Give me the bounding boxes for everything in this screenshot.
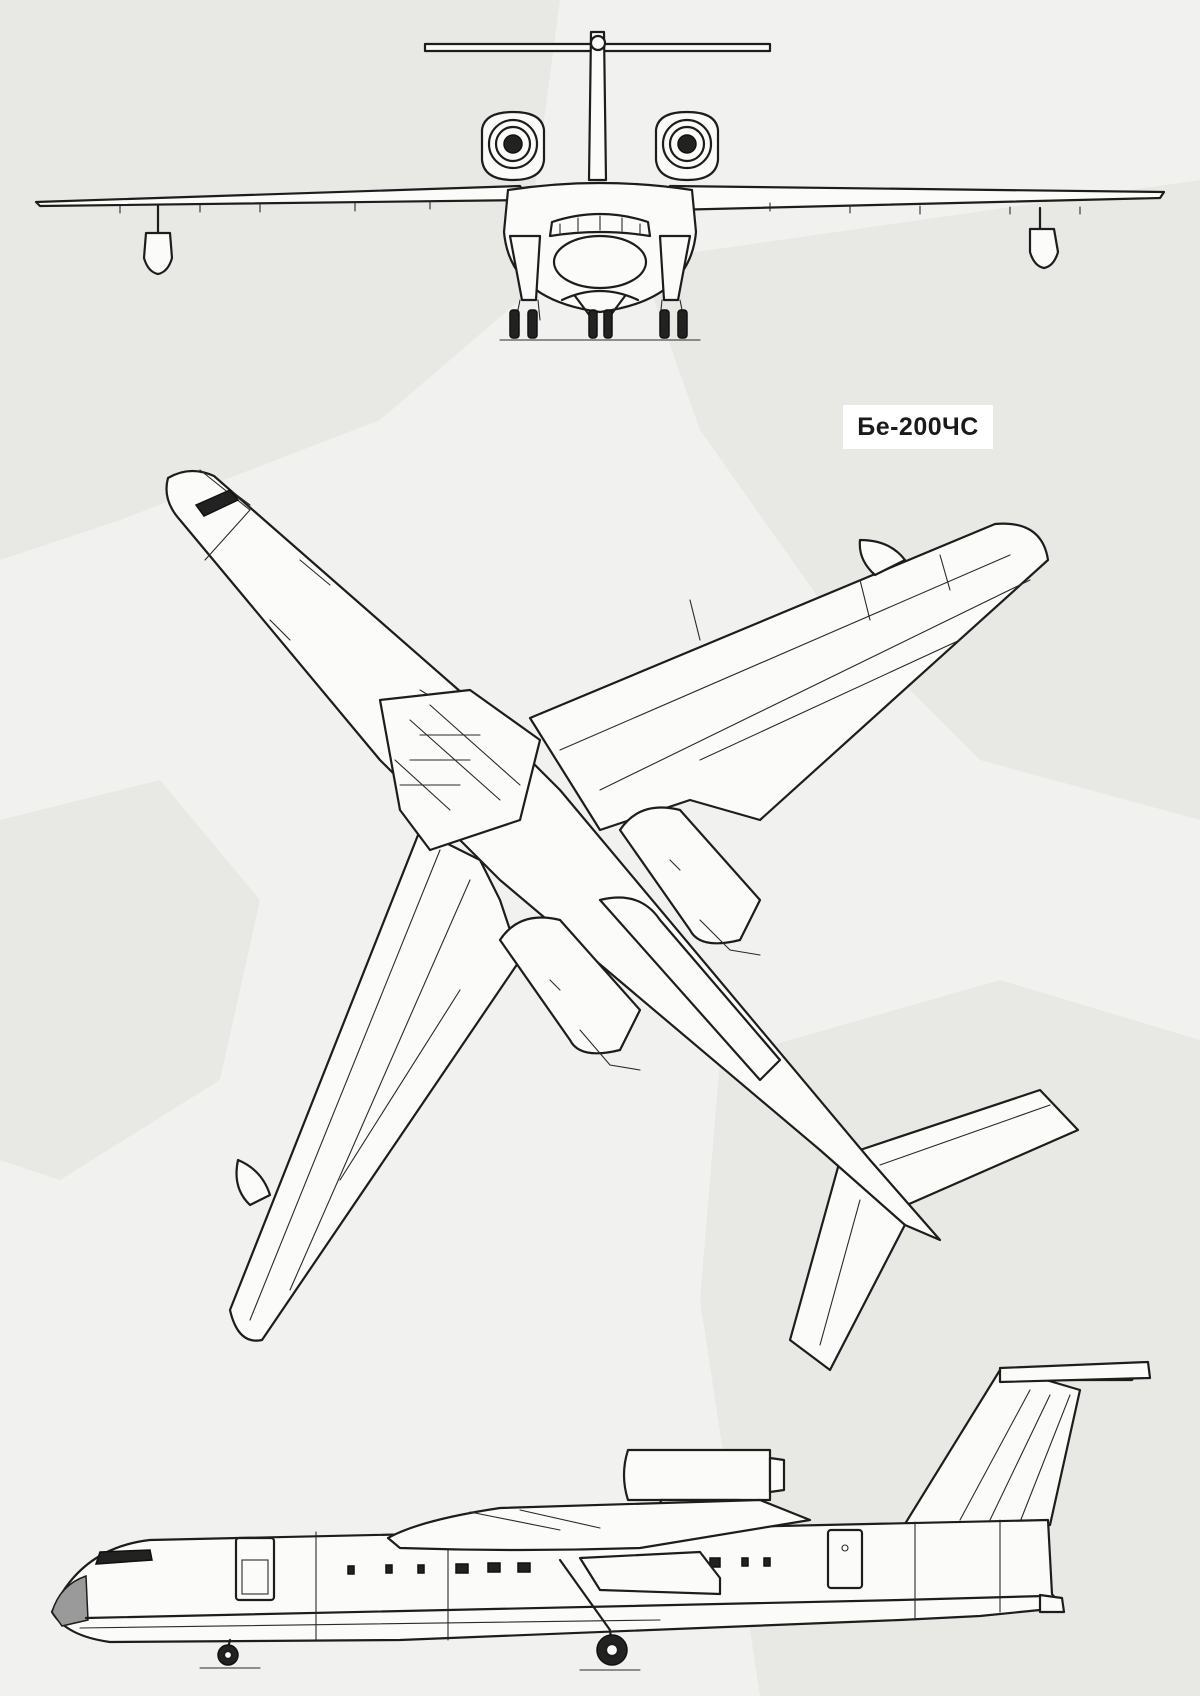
side-nose-gear [217,1638,239,1666]
side-cabin-windows [347,1557,771,1575]
front-engine-right [654,110,720,182]
top-view [165,469,1080,1372]
side-front-door [234,1536,276,1602]
front-engine-left [480,110,546,182]
front-main-gear-right [658,234,692,339]
front-view [34,30,1166,341]
front-main-gear-left [508,234,542,339]
front-fin [587,30,608,182]
side-view [50,1360,1152,1671]
side-wing [386,1498,812,1552]
plan-float-left [235,1158,272,1207]
front-float-left [142,204,174,276]
side-rear-door [826,1528,864,1590]
plan-engine-right [618,806,762,956]
front-float-right [1028,206,1060,270]
plan-wing-root [378,688,542,852]
front-wing-pylons [119,200,1081,215]
aircraft-designation-label-box: Бе-200ЧС [843,405,993,449]
side-radome [51,1574,89,1627]
front-nose-gear [560,289,640,339]
aircraft-designation-label: Бе-200ЧС [857,412,979,441]
plan-wing-left [228,828,522,1342]
front-radome [552,234,648,290]
plan-engine-left [498,916,642,1071]
plan-wing-right [528,522,1050,832]
side-main-gear [558,1558,628,1666]
plan-float-right [858,538,907,577]
